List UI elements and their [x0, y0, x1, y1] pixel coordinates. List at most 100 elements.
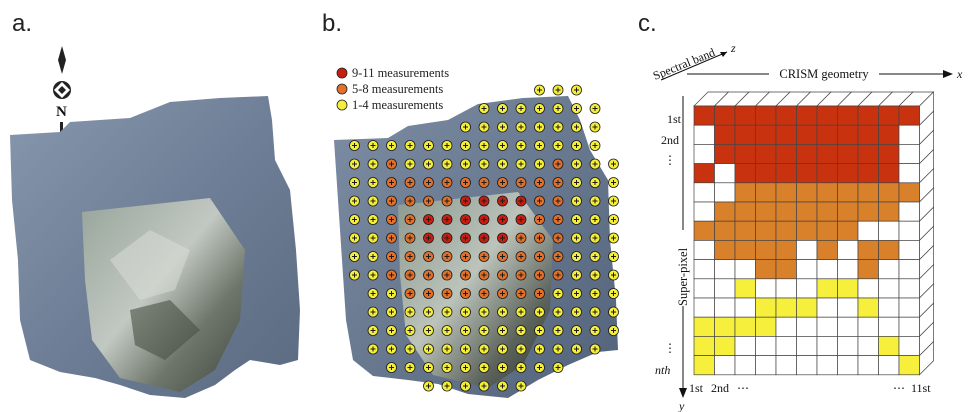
marker-cross	[611, 217, 616, 222]
marker-cross	[574, 309, 579, 315]
marker-cross	[352, 198, 357, 204]
super-pixel-cell	[878, 124, 900, 145]
marker-cross	[574, 217, 579, 222]
marker-cross	[555, 365, 561, 370]
marker-cross	[463, 143, 468, 148]
cube-side-face	[919, 91, 934, 376]
super-pixel-cell	[693, 124, 715, 145]
marker-cross	[555, 143, 561, 148]
marker-cross	[611, 291, 616, 296]
super-pixel-cell	[714, 182, 736, 203]
super-pixel-cube	[693, 91, 935, 376]
super-pixel-cell	[898, 124, 920, 145]
marker-cross	[518, 291, 524, 296]
super-pixel-cell	[898, 240, 920, 260]
marker-cross	[444, 143, 450, 148]
super-pixel-cell	[796, 240, 818, 260]
marker-cross	[518, 180, 524, 185]
row-label-first: 1st	[667, 112, 682, 126]
super-pixel-cell	[734, 278, 756, 299]
super-pixel-cell	[898, 355, 920, 376]
marker-cross	[500, 254, 505, 259]
marker-cross	[555, 291, 561, 296]
marker-cross	[592, 254, 598, 259]
marker-cross	[426, 272, 431, 278]
marker-cross	[481, 143, 487, 148]
spectral-band-label: Spectral band	[651, 45, 717, 83]
marker-cross	[481, 106, 487, 111]
super-pixel-cell	[734, 336, 756, 356]
marker-cross	[389, 198, 394, 204]
marker-cross	[518, 309, 524, 315]
marker-cross	[592, 198, 598, 204]
marker-cross	[592, 328, 598, 333]
marker-cross	[611, 198, 616, 204]
super-pixel-cell	[734, 240, 756, 260]
super-pixel-cell	[816, 182, 838, 203]
panel-b-map: 9-11 measurements 5-8 measurements 1-4 m…	[334, 66, 619, 398]
col-label-ellipsis-right: ⋯	[893, 381, 905, 395]
marker-cross	[555, 180, 561, 185]
marker-cross	[426, 180, 431, 185]
y-axis-label: y	[678, 399, 685, 412]
marker-cross	[481, 272, 487, 278]
super-pixel-cell	[796, 163, 818, 184]
marker-cross	[500, 235, 505, 241]
marker-cross	[518, 346, 524, 352]
marker-cross	[537, 124, 542, 130]
super-pixel-cell	[775, 355, 797, 376]
super-pixel-cell	[775, 124, 797, 145]
super-pixel-cell	[898, 201, 920, 222]
super-pixel-cell	[898, 220, 920, 241]
marker-cross	[537, 198, 542, 204]
super-pixel-cell	[734, 355, 756, 376]
super-pixel-cell	[837, 220, 859, 241]
marker-cross	[370, 143, 376, 148]
super-pixel-cell	[775, 240, 797, 260]
super-pixel-cell	[755, 259, 777, 280]
marker-cross	[574, 235, 579, 241]
super-pixel-cell	[693, 182, 715, 203]
marker-cross	[481, 235, 487, 241]
marker-cross	[407, 291, 413, 296]
marker-cross	[574, 143, 579, 148]
marker-cross	[500, 106, 505, 111]
super-pixel-cell	[837, 124, 859, 145]
super-pixel-cell	[837, 336, 859, 356]
marker-cross	[592, 346, 598, 352]
marker-cross	[370, 198, 376, 204]
marker-cross	[407, 309, 413, 315]
marker-cross	[537, 217, 542, 222]
super-pixel-cell	[796, 220, 818, 241]
marker-cross	[574, 272, 579, 278]
marker-cross	[481, 383, 487, 389]
marker-cross	[574, 180, 579, 185]
super-pixel-cell	[693, 163, 715, 184]
z-axis-label: z	[730, 41, 736, 55]
crism-geometry-label: CRISM geometry	[779, 67, 869, 81]
marker-cross	[555, 124, 561, 130]
marker-cross	[555, 328, 561, 333]
super-pixel-cell	[693, 105, 715, 126]
marker-cross	[426, 346, 431, 352]
super-pixel-cell	[796, 124, 818, 145]
super-pixel-cell	[755, 278, 777, 299]
marker-cross	[481, 254, 487, 259]
super-pixel-cell	[878, 105, 900, 126]
marker-cross	[500, 124, 505, 130]
super-pixel-cell	[857, 278, 879, 299]
marker-cross	[518, 235, 524, 241]
super-pixel-cell	[714, 336, 736, 356]
super-pixel-cell	[898, 278, 920, 299]
super-pixel-cell	[837, 240, 859, 260]
super-pixel-cell	[898, 182, 920, 203]
super-pixel-cell	[857, 336, 879, 356]
super-pixel-cell	[734, 182, 756, 203]
marker-cross	[370, 309, 376, 315]
marker-cross	[463, 124, 468, 130]
marker-cross	[574, 291, 579, 296]
marker-cross	[426, 254, 431, 259]
marker-cross	[555, 161, 561, 167]
super-pixel-cell	[714, 124, 736, 145]
super-pixel-cell	[816, 336, 838, 356]
